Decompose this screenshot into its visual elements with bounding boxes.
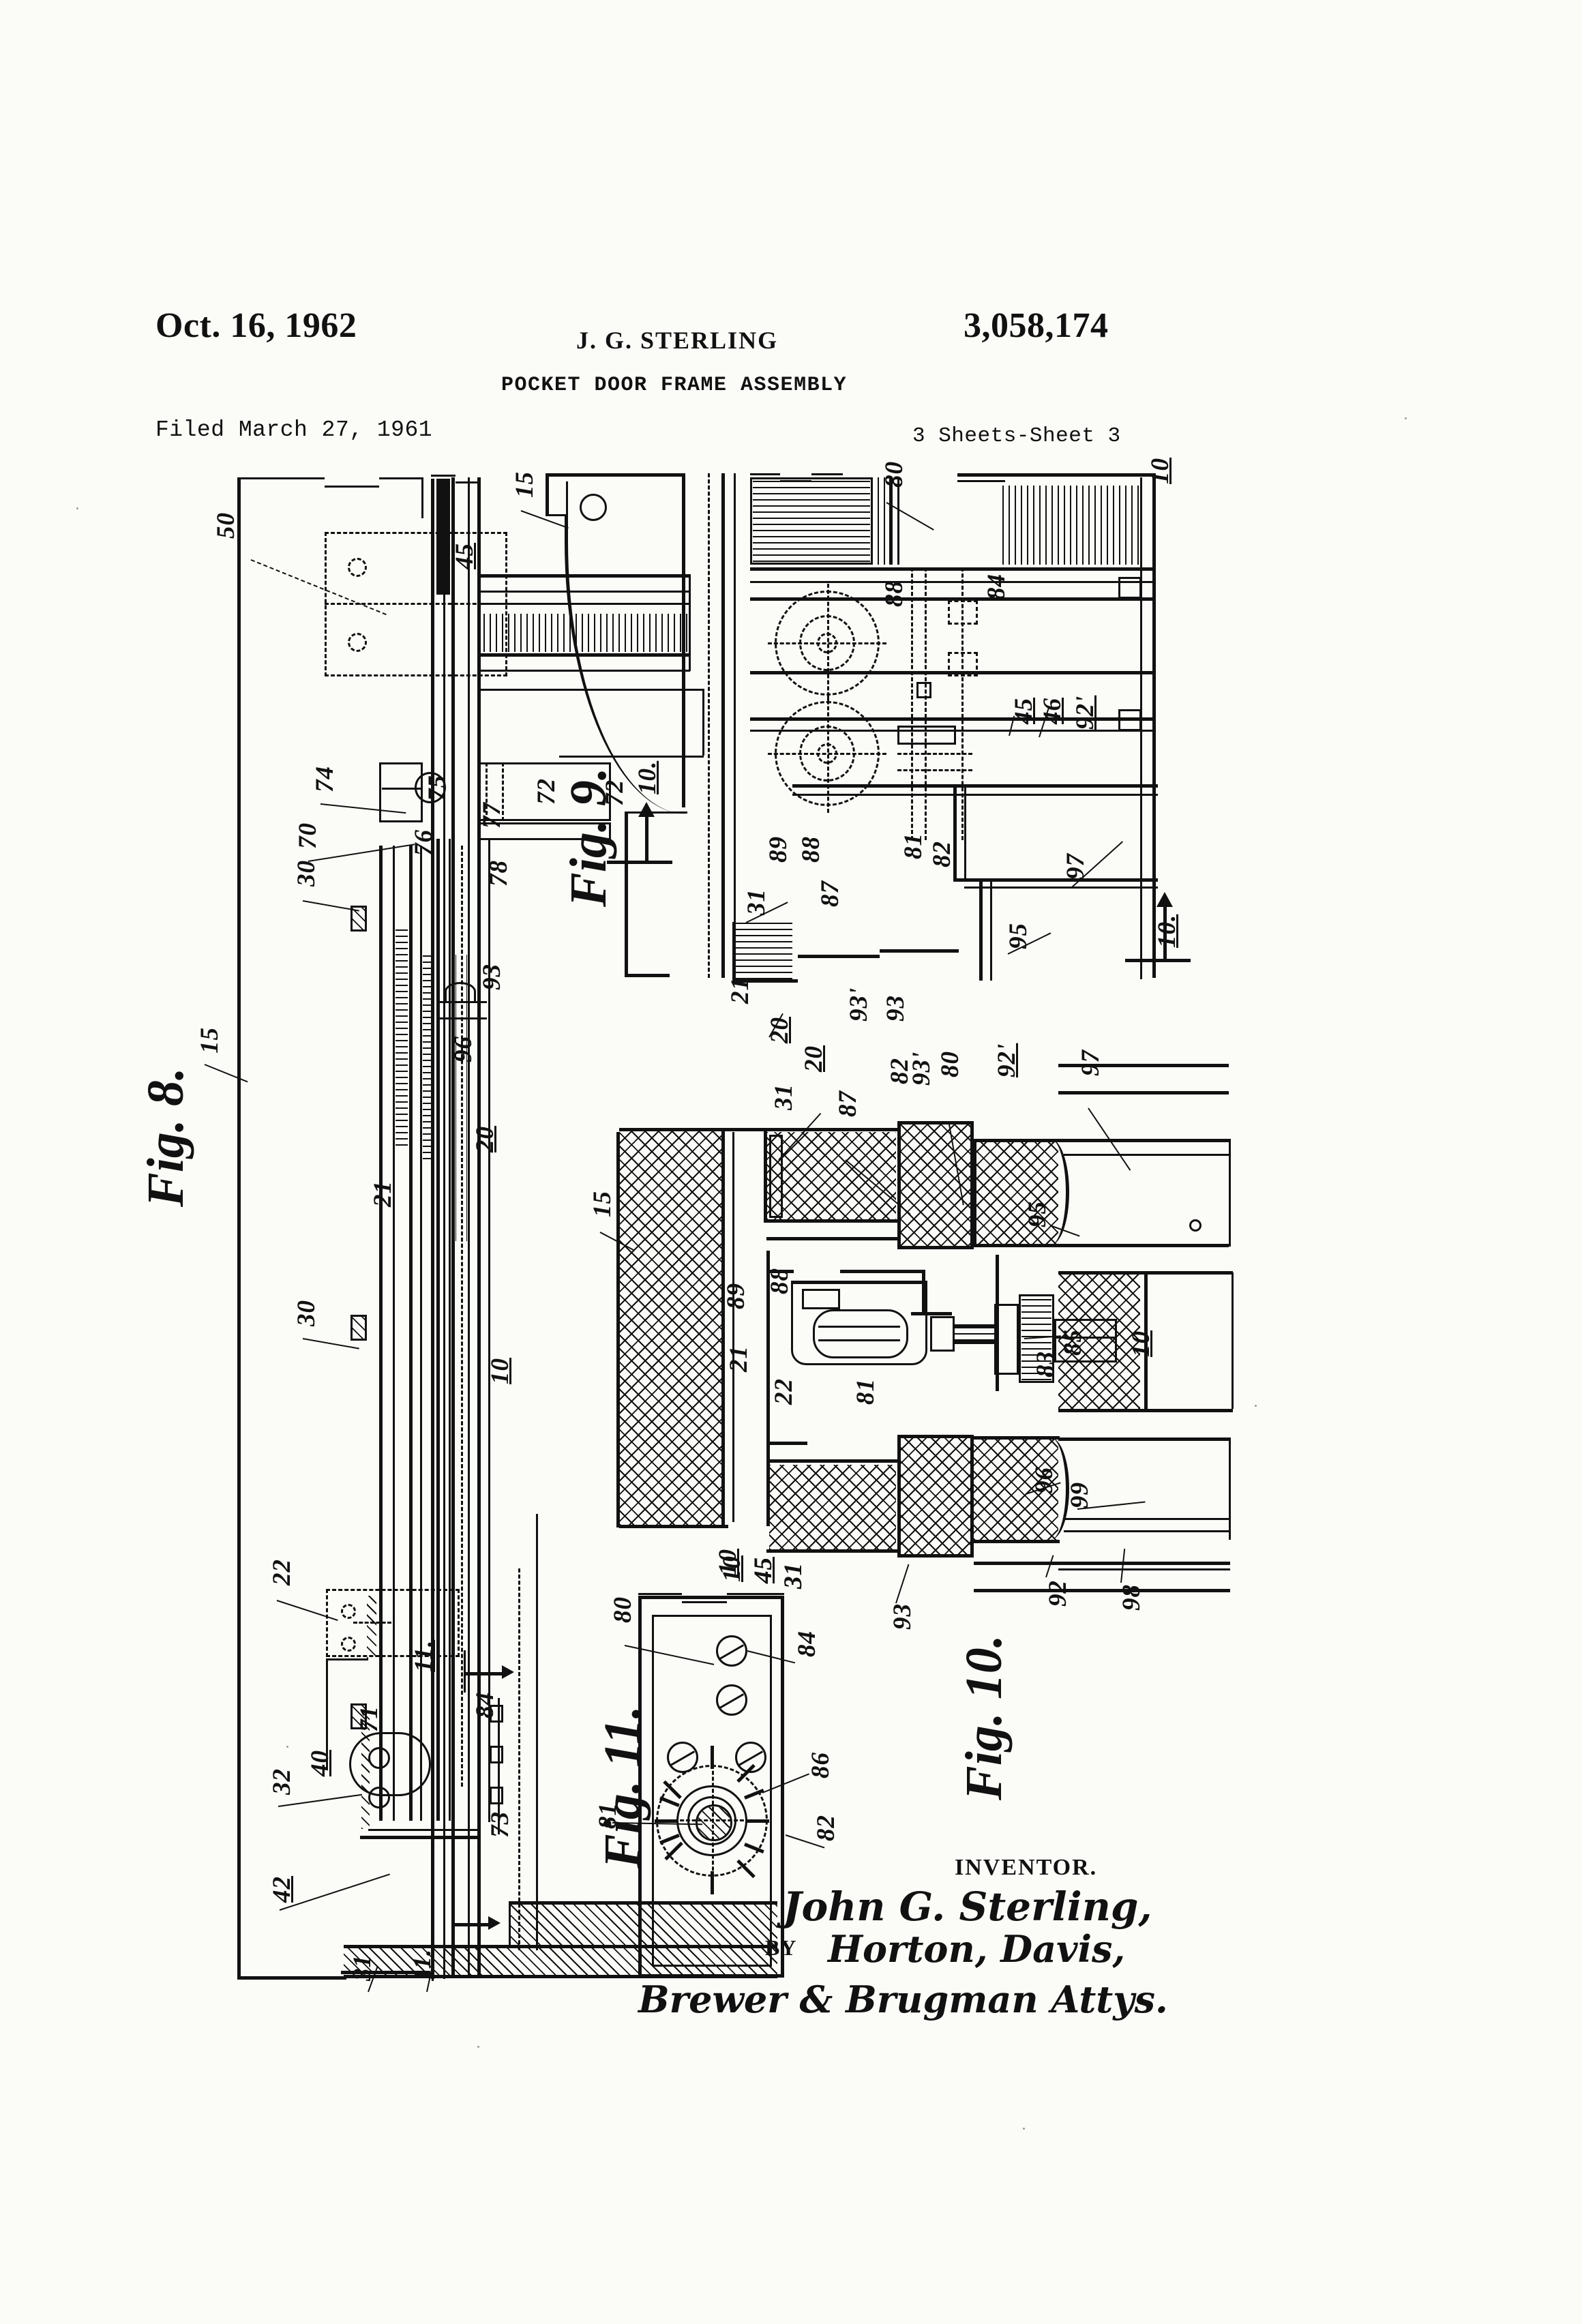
reference-numeral-fig9-15: 20: [766, 1017, 794, 1043]
reference-numeral-fig9-10: 87: [816, 880, 844, 907]
reference-numeral-fig10-15: 83: [1032, 1351, 1060, 1377]
reference-numeral-fig8-18: 11.: [410, 1639, 438, 1672]
reference-numeral-fig9-22: 10.: [1153, 914, 1181, 948]
reference-numeral-fig9-6: 46: [1039, 698, 1066, 724]
floor-hatching: [344, 1946, 777, 1976]
screw-head-icon: [667, 1742, 698, 1773]
reference-numeral-fig8-9: 72: [533, 778, 561, 805]
reference-numeral-fig8-4: 75: [423, 775, 451, 801]
reference-numeral-fig9-4: 84: [983, 573, 1011, 600]
sheet-count: 3 Sheets-Sheet 3: [912, 424, 1121, 448]
filing-date: Filed March 27, 1961: [155, 417, 433, 443]
reference-numeral-fig10-21: 98: [1118, 1584, 1146, 1611]
reference-numeral-fig10-5: 80: [936, 1051, 964, 1077]
reference-numeral-fig10-12: 21: [725, 1345, 753, 1372]
reference-numeral-fig10-8: 95: [1024, 1201, 1051, 1227]
reference-numeral-fig8-19: 71: [355, 1705, 383, 1732]
reference-numeral-fig9-11: 81: [899, 833, 927, 859]
signature-block: INVENTOR.: [955, 1855, 1097, 1881]
inventor-signature: John G. Sterling,: [783, 1883, 1152, 1930]
reference-numeral-fig9-5: 45: [1010, 698, 1038, 724]
reference-numeral-fig8-2: 74: [311, 766, 339, 792]
reference-numeral-fig10-9: 15: [588, 1191, 616, 1217]
reference-numeral-fig10-20: 92: [1044, 1580, 1072, 1607]
reference-numeral-fig8-1: 45: [451, 543, 479, 569]
reference-numeral-fig8-17: 22: [268, 1559, 296, 1585]
reference-numeral-fig8-14: 20: [471, 1126, 499, 1152]
reference-numeral-fig11-7: 31: [779, 1562, 807, 1589]
publication-date: Oct. 16, 1962: [155, 306, 357, 345]
inventor-caption: INVENTOR.: [955, 1855, 1098, 1880]
by-label: BY: [765, 1935, 797, 1960]
reference-numeral-fig11-1: 84: [793, 1630, 821, 1657]
reference-numeral-fig8-22: 40: [306, 1750, 334, 1776]
reference-numeral-fig9-17: 93: [882, 995, 910, 1022]
reference-numeral-fig9-3: 88: [880, 580, 908, 607]
reference-numeral-fig10-25: 93: [889, 1603, 916, 1630]
reference-numeral-fig10-17: 10: [1127, 1330, 1155, 1357]
screw-head-icon: [716, 1635, 747, 1667]
reference-numeral-fig8-26: 11.: [408, 1948, 436, 1981]
reference-numeral-fig11-4: 81: [594, 1802, 622, 1829]
screw-head-icon: [716, 1684, 747, 1716]
reference-numeral-fig9-18: 95: [1004, 923, 1032, 949]
reference-numeral-fig8-25: 31: [348, 1954, 376, 1981]
reference-numeral-fig10-2: 87: [834, 1090, 862, 1117]
reference-numeral-fig9-16: 93': [845, 987, 873, 1022]
reference-numeral-fig8-13: 21: [369, 1180, 397, 1207]
reference-numeral-fig9-13: 31: [743, 889, 771, 915]
inventor-name-caps: J. G. STERLING: [576, 327, 779, 354]
reference-numeral-fig8-8: 30: [293, 860, 320, 887]
reference-numeral-fig8-24: 73: [486, 1811, 514, 1838]
reference-numeral-fig10-7: 97: [1077, 1049, 1105, 1076]
reference-numeral-fig8-7: 78: [485, 860, 513, 887]
reference-numeral-fig10-10: 89: [722, 1283, 750, 1309]
reference-numeral-fig9-19: 97: [1062, 853, 1090, 880]
reference-numeral-fig9-7: 92': [1071, 695, 1099, 730]
attorney-signature-1: Horton, Davis,: [828, 1927, 1126, 1971]
reference-numeral-fig8-6: 77: [478, 802, 506, 829]
reference-numeral-fig10-4: 93': [908, 1051, 936, 1086]
reference-numeral-fig10-11: 88: [766, 1268, 794, 1294]
reference-numeral-fig9-2: 10: [1146, 458, 1174, 484]
reference-numeral-fig10-19: 99: [1066, 1482, 1094, 1508]
reference-numeral-fig9-9: 88: [797, 836, 825, 863]
reference-numeral-fig11-3: 82: [812, 1815, 840, 1841]
figure-8-label: Fig. 8.: [137, 1067, 194, 1207]
reference-numeral-fig9-1: 80: [880, 461, 908, 488]
reference-numeral-fig8-3: 70: [294, 822, 322, 849]
reference-numeral-fig10-18: 96: [1030, 1467, 1058, 1493]
reference-numeral-fig8-0: 50: [212, 512, 240, 539]
reference-numeral-fig8-21: 32: [268, 1768, 296, 1795]
reference-numeral-fig10-14: 81: [852, 1378, 880, 1405]
reference-numeral-fig10-0: 31: [770, 1084, 798, 1110]
patent-number: 3,058,174: [964, 306, 1109, 345]
reference-numeral-fig10-13: 22: [770, 1378, 798, 1405]
reference-numeral-fig8-11: 93: [478, 964, 506, 990]
reference-numeral-fig11-2: 86: [807, 1752, 835, 1778]
reference-numeral-fig8-15: 30: [293, 1300, 320, 1326]
reference-numeral-fig9-0: 15: [511, 471, 539, 498]
reference-numeral-fig9-12: 82: [928, 841, 956, 867]
reference-numeral-fig10-16: 85: [1059, 1329, 1087, 1356]
reference-numeral-fig8-5: 76: [410, 829, 438, 856]
reference-numeral-fig11-5: 10: [714, 1549, 742, 1575]
reference-numeral-fig9-20: 72: [601, 779, 629, 806]
reference-numeral-fig11-6: 45: [749, 1557, 777, 1583]
attorney-signature-2: Brewer & Brugman Attys.: [638, 1978, 1168, 2021]
patent-title: POCKET DOOR FRAME ASSEMBLY: [501, 374, 848, 397]
reference-numeral-fig11-0: 80: [609, 1596, 637, 1623]
figure-10-label: Fig. 10.: [955, 1635, 1013, 1800]
reference-numeral-fig8-20: 84: [471, 1692, 499, 1718]
reference-numeral-fig9-21: 10.: [633, 760, 661, 794]
reference-numeral-fig8-23: 42: [268, 1876, 296, 1903]
reference-numeral-fig10-6: 92': [993, 1043, 1021, 1077]
reference-numeral-fig8-10: 15: [196, 1027, 224, 1054]
reference-numeral-fig9-14: 21: [726, 977, 754, 1004]
reference-numeral-fig8-16: 10: [486, 1358, 514, 1384]
reference-numeral-fig10-1: 20: [800, 1045, 828, 1072]
reference-numeral-fig8-12: 96: [449, 1036, 477, 1062]
reference-numeral-fig9-8: 89: [764, 836, 792, 863]
screw-head-icon: [735, 1742, 766, 1773]
